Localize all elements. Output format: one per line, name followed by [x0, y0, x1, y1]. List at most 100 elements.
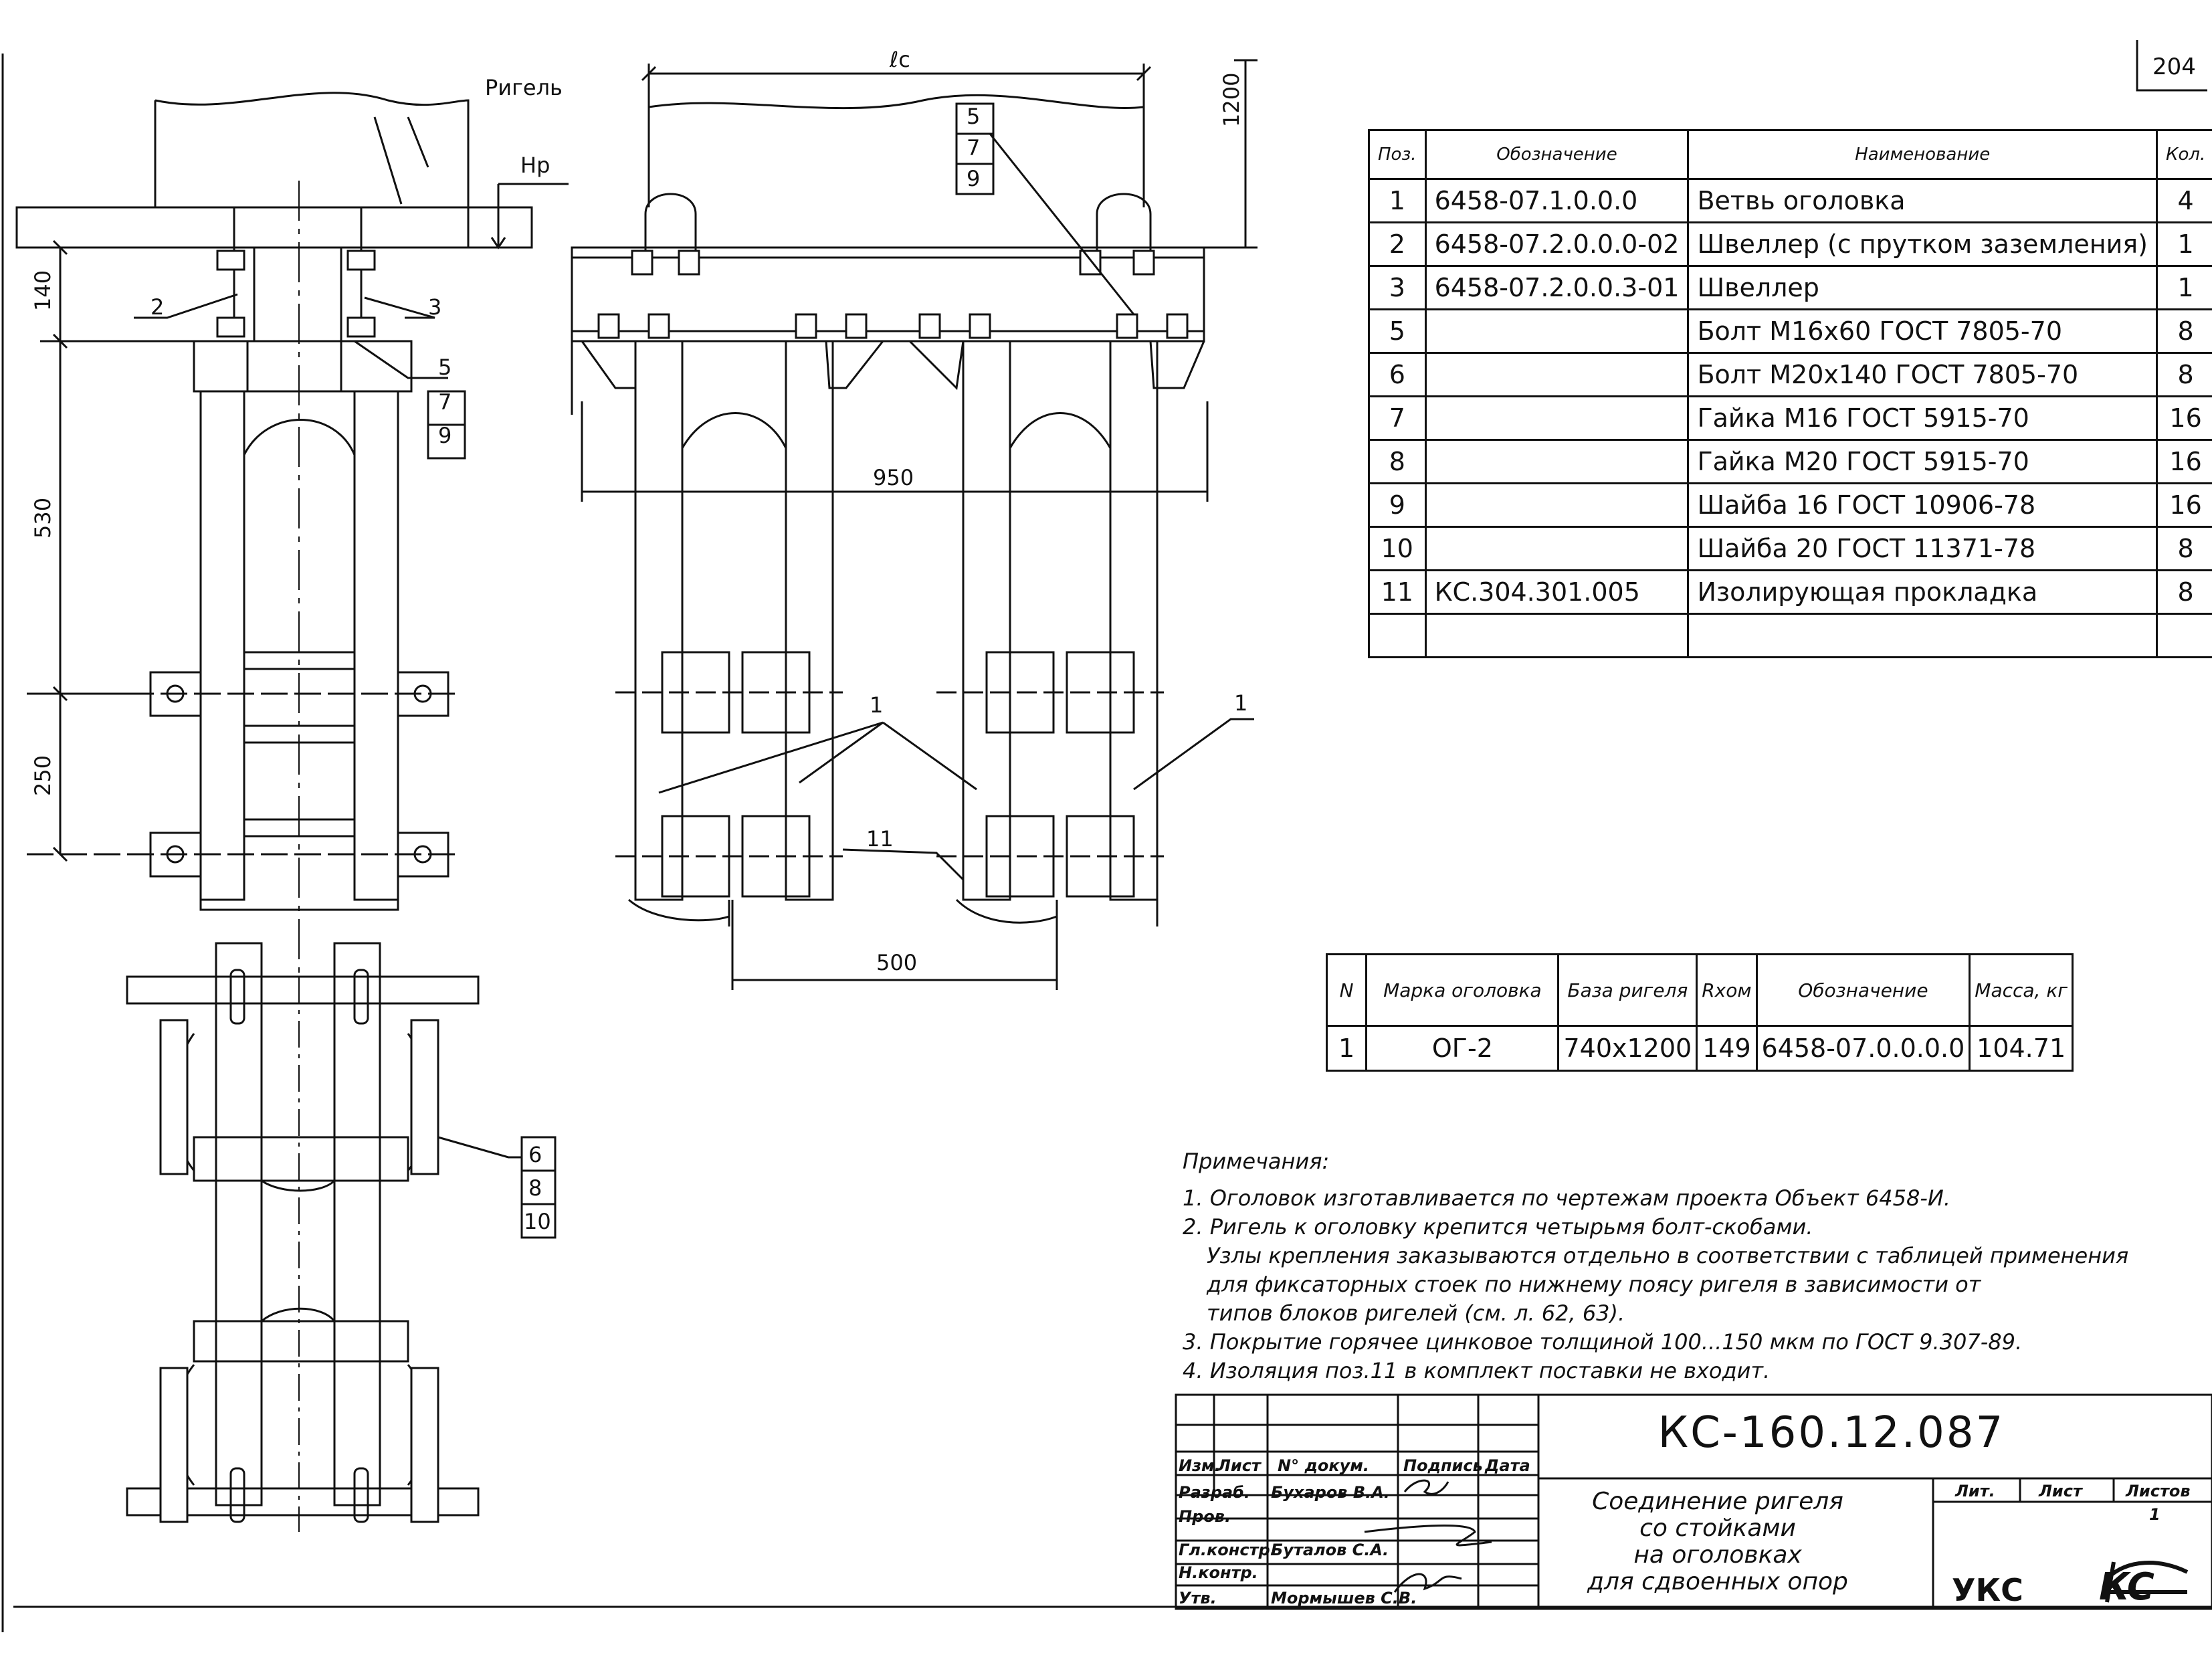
- spec-qty: 4: [2155, 178, 2212, 223]
- spec-pos: 1: [1368, 178, 1427, 223]
- note-item: для фиксаторных стоек по нижнему поясу р…: [1207, 1272, 1981, 1297]
- title-block-frame: [1175, 1393, 2212, 1610]
- drawing-title: Соединение ригеля со стойками на оголовк…: [1577, 1488, 1858, 1595]
- note-item: 2. Ригель к оголовку крепится четырьмя б…: [1183, 1214, 1813, 1240]
- left-elevation-view: [15, 92, 569, 977]
- spec-name: Болт М16х60 ГОСТ 7805-70: [1687, 308, 2158, 354]
- spec-code: [1424, 482, 1690, 528]
- dim-250: 250: [30, 755, 56, 796]
- mark-col-mark: Марка оголовка: [1365, 953, 1560, 1027]
- table-row: [1368, 613, 2212, 658]
- spec-pos: 5: [1368, 308, 1427, 354]
- document-number: КС-160.12.087: [1657, 1408, 2005, 1458]
- callout-6: 6: [528, 1142, 542, 1167]
- dim-140: 140: [30, 270, 56, 311]
- name-utv: Мормышев С.В.: [1271, 1589, 1417, 1607]
- spec-pos: 3: [1368, 265, 1427, 310]
- spec-code: [1424, 308, 1690, 354]
- sheets-total: 1: [2149, 1505, 2160, 1524]
- spec-qty: 1: [2155, 221, 2212, 267]
- col-header-izm: Изм.: [1179, 1456, 1221, 1475]
- spec-name: Шайба 16 ГОСТ 10906-78: [1687, 482, 2158, 528]
- spec-code: [1424, 395, 1690, 441]
- mark-cell: 740х1200: [1557, 1025, 1698, 1072]
- table-row: 1 ОГ-2 740х1200 149 6458-07.0.0.0.0 104.…: [1325, 1025, 2074, 1072]
- note-item: 3. Покрытие горячее цинковое толщиной 10…: [1183, 1329, 2023, 1355]
- role-razrab: Разраб.: [1179, 1483, 1250, 1502]
- spec-qty: 16: [2155, 482, 2212, 528]
- spec-col-name: Наименование: [1687, 129, 2158, 180]
- spec-pos: 6: [1368, 352, 1427, 397]
- middle-elevation-view: [571, 59, 1258, 990]
- spec-pos: 7: [1368, 395, 1427, 441]
- spec-code: [1424, 613, 1690, 658]
- spec-qty: 1: [2155, 265, 2212, 310]
- mark-col-mass: Масса, кг: [1969, 953, 2074, 1027]
- spec-col-code: Обозначение: [1424, 129, 1690, 180]
- plan-view: [126, 942, 557, 1532]
- dim-530: 530: [30, 498, 56, 539]
- mark-col-code: Обозначение: [1755, 953, 1971, 1027]
- mark-cell: 1: [1325, 1025, 1368, 1072]
- head-mark-table: N Марка оголовка База ригеля Rхом Обозна…: [1325, 953, 2074, 1072]
- spec-qty: 8: [2155, 569, 2212, 615]
- note-item: 1. Оголовок изготавливается по чертежам …: [1183, 1185, 1950, 1211]
- role-prov: Пров.: [1179, 1507, 1231, 1526]
- dim-1200: 1200: [1219, 73, 1244, 127]
- notes: Примечания: 1. Оголовок изготавливается …: [1183, 1147, 2132, 1385]
- col-header-list: Лист: [1217, 1456, 1261, 1475]
- spec-name: Шайба 20 ГОСТ 11371-78: [1687, 526, 2158, 571]
- spec-code: [1424, 526, 1690, 571]
- spec-qty: [2155, 613, 2212, 658]
- title-block: КС-160.12.087 Соединение ригеля со стойк…: [1176, 1395, 2212, 1639]
- sheet-number: 204: [2152, 54, 2196, 80]
- spec-name: Гайка М20 ГОСТ 5915-70: [1687, 439, 2158, 484]
- col-header-doc: N° докум.: [1278, 1456, 1369, 1475]
- spec-code: [1424, 352, 1690, 397]
- col-header-date: Дата: [1485, 1456, 1530, 1475]
- company-logo-icon: КС: [2099, 1565, 2154, 1609]
- note-item: типов блоков ригелей (см. л. 62, 63).: [1207, 1300, 1625, 1326]
- role-nkontr: Н.контр.: [1179, 1563, 1258, 1582]
- role-utv: Утв.: [1179, 1589, 1217, 1607]
- spec-pos: 10: [1368, 526, 1427, 571]
- stage-header-sheet: Лист: [2039, 1482, 2082, 1500]
- callout-2: 2: [150, 294, 164, 320]
- callout-9-left: 9: [438, 423, 451, 448]
- drawing-title-line: Соединение ригеля: [1592, 1488, 1843, 1515]
- mark-col-n: N: [1325, 953, 1368, 1027]
- spec-name: [1687, 613, 2158, 658]
- mark-cell: 104.71: [1969, 1025, 2074, 1072]
- callout-5-left: 5: [438, 355, 451, 380]
- drawing-title-line: со стойками: [1639, 1515, 1796, 1542]
- callout-11: 11: [866, 826, 894, 852]
- mark-col-base: База ригеля: [1557, 953, 1698, 1027]
- callout-1-right: 1: [1234, 690, 1247, 716]
- drawing-title-line: для сдвоенных опор: [1587, 1568, 1848, 1595]
- dim-500: 500: [876, 950, 917, 975]
- callout-10: 10: [524, 1209, 551, 1234]
- spec-name: Гайка М16 ГОСТ 5915-70: [1687, 395, 2158, 441]
- spec-name: Ветвь оголовка: [1687, 178, 2158, 223]
- dim-950: 950: [873, 465, 914, 490]
- note-item: 4. Изоляция поз.11 в комплект поставки н…: [1183, 1358, 1771, 1383]
- spec-code: КС.304.301.005: [1424, 569, 1690, 615]
- spec-col-pos: Поз.: [1368, 129, 1427, 180]
- callout-7-mid: 7: [967, 135, 980, 161]
- spec-code: 6458-07.2.0.0.0-02: [1424, 221, 1690, 267]
- stage-header-lit: Лит.: [1955, 1482, 1995, 1500]
- spec-col-qty: Кол.: [2155, 129, 2212, 180]
- role-glkonstr: Гл.констр.: [1179, 1541, 1276, 1559]
- mark-header-row: N Марка оголовка База ригеля Rхом Обозна…: [1325, 953, 2074, 1027]
- spec-pos: [1368, 613, 1427, 658]
- spec-qty: 8: [2155, 352, 2212, 397]
- spec-pos: 9: [1368, 482, 1427, 528]
